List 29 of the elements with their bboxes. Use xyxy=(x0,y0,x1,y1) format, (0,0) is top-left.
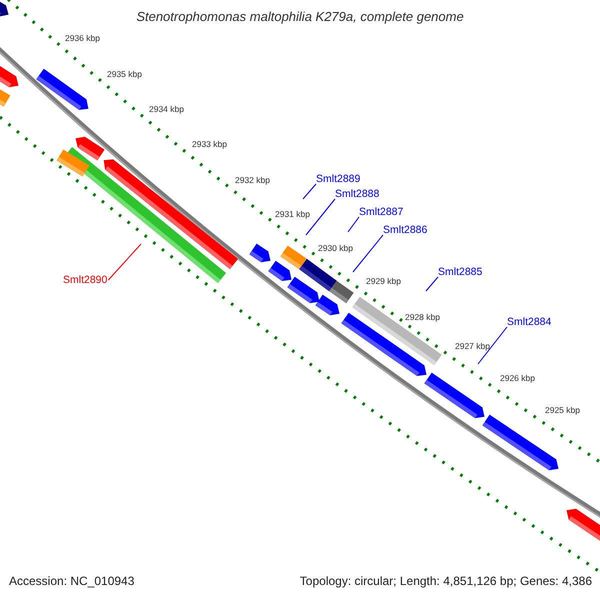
position-label: 2927 kbp xyxy=(455,341,490,351)
position-label: 2931 kbp xyxy=(275,209,310,219)
position-label: 2930 kbp xyxy=(318,243,353,253)
leader-line xyxy=(352,234,384,272)
gene-label: Smlt2885 xyxy=(438,266,482,278)
position-label: 2935 kbp xyxy=(107,69,142,79)
position-label: 2926 kbp xyxy=(500,373,535,383)
position-label: 2936 kbp xyxy=(65,33,100,43)
gene-label: Smlt2886 xyxy=(383,224,428,236)
gene-label: Smlt2889 xyxy=(316,173,360,185)
gene-label: Smlt2884 xyxy=(507,316,552,328)
leader-line xyxy=(478,326,508,364)
map-title: Stenotrophomonas maltophilia K279a, complete genome xyxy=(136,9,464,25)
position-label: 2933 kbp xyxy=(192,139,227,149)
genome-summary-text: Topology: circular; Length: 4,851,126 bp; Genes: 4,386 xyxy=(300,574,592,589)
leader-line xyxy=(108,244,142,280)
accession-text: Accession: NC_010943 xyxy=(9,574,134,589)
gene-label: Smlt2888 xyxy=(335,188,380,200)
position-label: 2934 kbp xyxy=(149,104,184,114)
gene-label: Smlt2887 xyxy=(359,206,404,218)
gene-label: Smlt2890 xyxy=(63,274,108,286)
leader-line xyxy=(348,216,360,232)
position-label: 2925 kbp xyxy=(545,405,580,415)
position-label: 2929 kbp xyxy=(366,276,401,286)
leader-line xyxy=(426,276,438,292)
position-label: 2932 kbp xyxy=(235,175,270,185)
leader-line xyxy=(302,184,316,200)
position-label: 2928 kbp xyxy=(405,312,440,322)
leader-line xyxy=(306,198,336,236)
